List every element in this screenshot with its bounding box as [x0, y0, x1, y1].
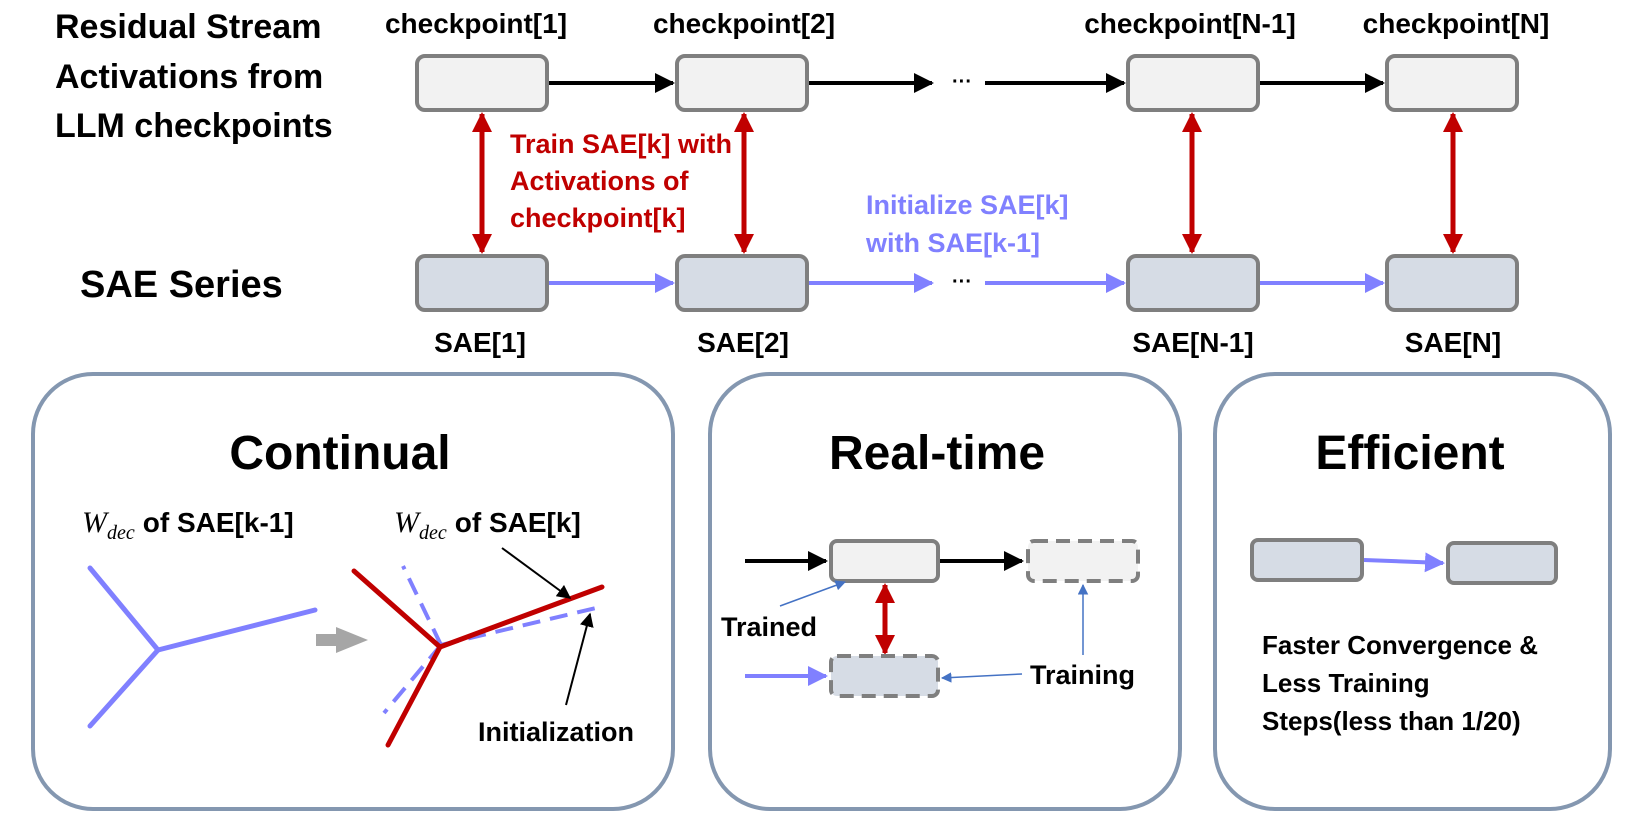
wdec-prev-vectors [87, 565, 318, 729]
init-annotation: Initialize SAE[k] with SAE[k-1] [865, 190, 1076, 258]
panel-continual [31, 372, 675, 811]
trained-pointer [779, 580, 846, 607]
realtime-training-checkpoint-box [1026, 539, 1140, 583]
efficient-note-line-2: Less Training [1262, 668, 1430, 698]
training-pointer-sae [940, 672, 1023, 683]
train-annotation: Train SAE[k] with Activations of checkpo… [510, 129, 740, 233]
wdec-prev-text: of SAE[k-1] [143, 507, 294, 538]
panel-continual-title: Continual [229, 427, 450, 480]
wdec-curr-pointer [501, 547, 572, 599]
wdec-prev-caption: Wdec of SAE[k-1] [82, 506, 294, 544]
sae-box-2 [675, 254, 809, 312]
initialization-pointer [565, 612, 594, 706]
row-label-line-3: LLM checkpoints [55, 107, 333, 145]
init-annotation-line-1: Initialize SAE[k] [866, 190, 1069, 220]
efficient-note: Faster Convergence & Less Training Steps… [1262, 630, 1545, 736]
sae-ellipsis: ··· [952, 271, 972, 293]
realtime-trained-checkpoint-box [829, 539, 940, 583]
checkpoint-label-n: checkpoint[N] [1363, 8, 1550, 39]
wdec-init-vectors [382, 565, 601, 715]
efficient-init-arrow [1363, 552, 1445, 573]
transition-arrow-icon [316, 627, 368, 653]
efficient-note-line-3: Steps(less than 1/20) [1262, 706, 1521, 736]
row-label-line-2: Activations from [55, 58, 323, 96]
sae-label-n-1: SAE[N-1] [1132, 327, 1253, 358]
trained-label: Trained [721, 612, 817, 642]
sae-box-n-1 [1126, 254, 1260, 312]
row-label-sae-series: SAE Series [80, 264, 283, 306]
wdec-curr-caption: Wdec of SAE[k] [394, 506, 581, 544]
panel-efficient [1213, 372, 1612, 811]
checkpoint-label-2: checkpoint[2] [653, 8, 835, 39]
wdec-curr-text: of SAE[k] [455, 507, 581, 538]
checkpoint-label-1: checkpoint[1] [385, 8, 567, 39]
training-label: Training [1030, 660, 1135, 690]
train-annotation-line-3: checkpoint[k] [510, 203, 686, 233]
realtime-training-sae-box [829, 654, 940, 698]
wdec-curr-vectors [351, 568, 605, 748]
checkpoint-box-2 [675, 54, 809, 112]
sae-label-n: SAE[N] [1405, 327, 1501, 358]
checkpoint-box-n-1 [1126, 54, 1260, 112]
init-annotation-line-2: with SAE[k-1] [865, 228, 1040, 258]
checkpoint-label-n-1: checkpoint[N-1] [1084, 8, 1296, 39]
sae-box-1 [415, 254, 549, 312]
checkpoint-ellipsis: ··· [952, 71, 972, 93]
sae-label-2: SAE[2] [697, 327, 789, 358]
initialization-label: Initialization [478, 717, 634, 747]
train-annotation-line-2: Activations of [510, 166, 690, 196]
wdec-prev-symbol: W [82, 506, 110, 539]
checkpoint-box-n [1385, 54, 1519, 112]
panel-realtime-title: Real-time [829, 427, 1045, 480]
efficient-sae-box-prev [1250, 538, 1364, 582]
wdec-prev-subscript: dec [107, 522, 135, 544]
sae-box-n [1385, 254, 1519, 312]
row-label-line-1: Residual Stream [55, 8, 321, 46]
panel-efficient-title: Efficient [1315, 427, 1504, 480]
efficient-sae-box-next [1446, 541, 1558, 585]
wdec-curr-subscript: dec [419, 522, 447, 544]
panel-realtime [708, 372, 1182, 811]
train-annotation-line-1: Train SAE[k] with [510, 129, 732, 159]
sae-label-1: SAE[1] [434, 327, 526, 358]
checkpoint-box-1 [415, 54, 549, 112]
row-label-activations: Residual Stream Activations from LLM che… [55, 8, 333, 145]
wdec-curr-symbol: W [394, 506, 422, 539]
efficient-note-line-1: Faster Convergence & [1262, 630, 1538, 660]
